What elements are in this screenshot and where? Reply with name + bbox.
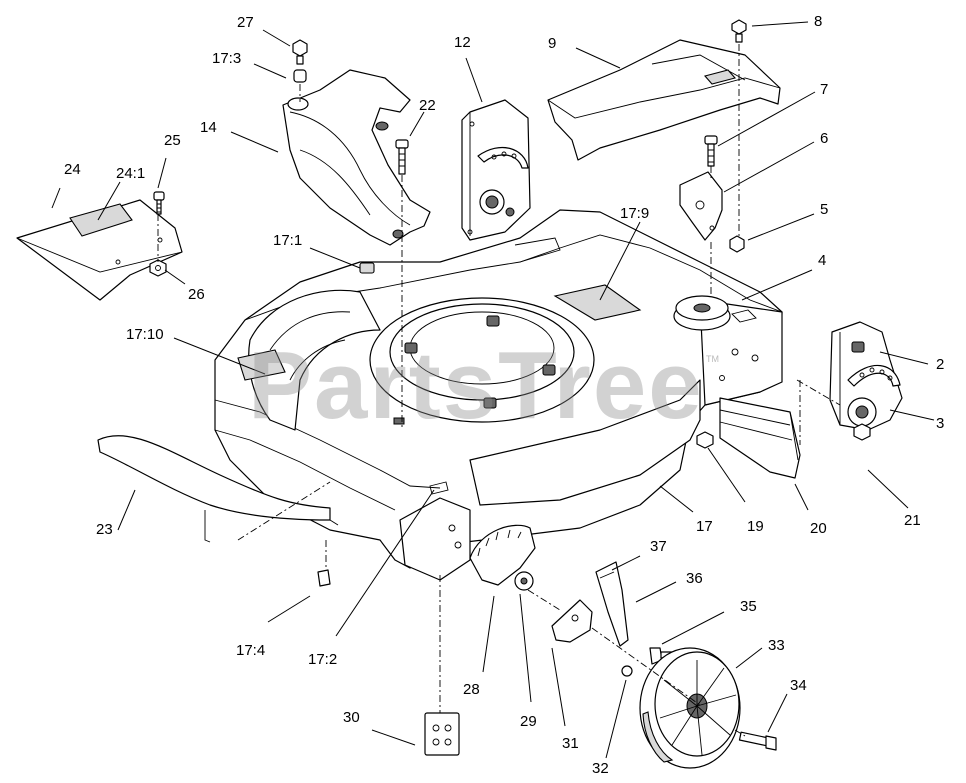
callout-2: 2 [936, 356, 944, 373]
callout-17-1: 17:1 [273, 232, 302, 249]
mower-deck [214, 209, 783, 581]
callout-24: 24 [64, 161, 81, 178]
nut-26 [149, 259, 167, 277]
discharge-chute [282, 69, 431, 246]
screw-25 [153, 191, 165, 215]
pivot-plate-31 [551, 599, 593, 643]
clip-17-4 [317, 569, 331, 587]
callout-36: 36 [686, 570, 703, 587]
callout-23: 23 [96, 521, 113, 538]
callout-26: 26 [188, 286, 205, 303]
callout-20: 20 [810, 520, 827, 537]
callout-4: 4 [818, 252, 826, 269]
callout-24-1: 24:1 [116, 165, 145, 182]
callout-29: 29 [520, 713, 537, 730]
callout-35: 35 [740, 598, 757, 615]
watermark: PartsTree [248, 332, 704, 439]
screw-7 [704, 135, 718, 167]
callout-7: 7 [820, 81, 828, 98]
height-adjuster-2 [829, 321, 903, 431]
callout-8: 8 [814, 13, 822, 30]
bolt-34 [738, 731, 777, 751]
callout-32: 32 [592, 760, 609, 777]
wheel-33 [639, 647, 741, 769]
height-lever-28 [469, 524, 536, 586]
screw-27 [292, 39, 308, 83]
bracket-6 [679, 171, 723, 241]
callout-17-2: 17:2 [308, 651, 337, 668]
callout-19: 19 [747, 518, 764, 535]
callout-21: 21 [904, 512, 921, 529]
axle-bracket-36 [595, 561, 629, 647]
callout-5: 5 [820, 201, 828, 218]
callout-17-3: 17:3 [212, 50, 241, 67]
callout-27: 27 [237, 14, 254, 31]
front-baffle [97, 435, 339, 543]
bracket-20 [719, 397, 801, 479]
callout-34: 34 [790, 677, 807, 694]
height-adjuster-12 [461, 99, 531, 241]
callout-31: 31 [562, 735, 579, 752]
callout-28: 28 [463, 681, 480, 698]
washer-32 [621, 665, 633, 677]
screw-22 [395, 139, 409, 175]
callout-14: 14 [200, 119, 217, 136]
callout-17-9: 17:9 [620, 205, 649, 222]
rear-cover [547, 39, 781, 161]
callout-37: 37 [650, 538, 667, 555]
callout-25: 25 [164, 132, 181, 149]
screw-8 [731, 19, 747, 43]
callout-3: 3 [936, 415, 944, 432]
callout-22: 22 [419, 97, 436, 114]
callout-12: 12 [454, 34, 471, 51]
callout-17: 17 [696, 518, 713, 535]
leader-lines [51, 21, 935, 759]
callout-30: 30 [343, 709, 360, 726]
watermark-trademark: TM [706, 354, 719, 364]
callout-labels: 27 17:3 14 22 12 9 8 7 6 5 4 2 3 21 20 1… [64, 13, 944, 777]
nut-19 [696, 431, 714, 449]
rear-plate [16, 199, 183, 301]
callout-17-10: 17:10 [126, 326, 164, 343]
nut-5 [729, 235, 745, 253]
callout-33: 33 [768, 637, 785, 654]
assembly-lines [157, 44, 841, 737]
callout-9: 9 [548, 35, 556, 52]
block-30 [424, 712, 460, 756]
callout-17-4: 17:4 [236, 642, 265, 659]
spacer-29 [514, 571, 534, 591]
screw-21 [853, 423, 871, 441]
callout-6: 6 [820, 130, 828, 147]
